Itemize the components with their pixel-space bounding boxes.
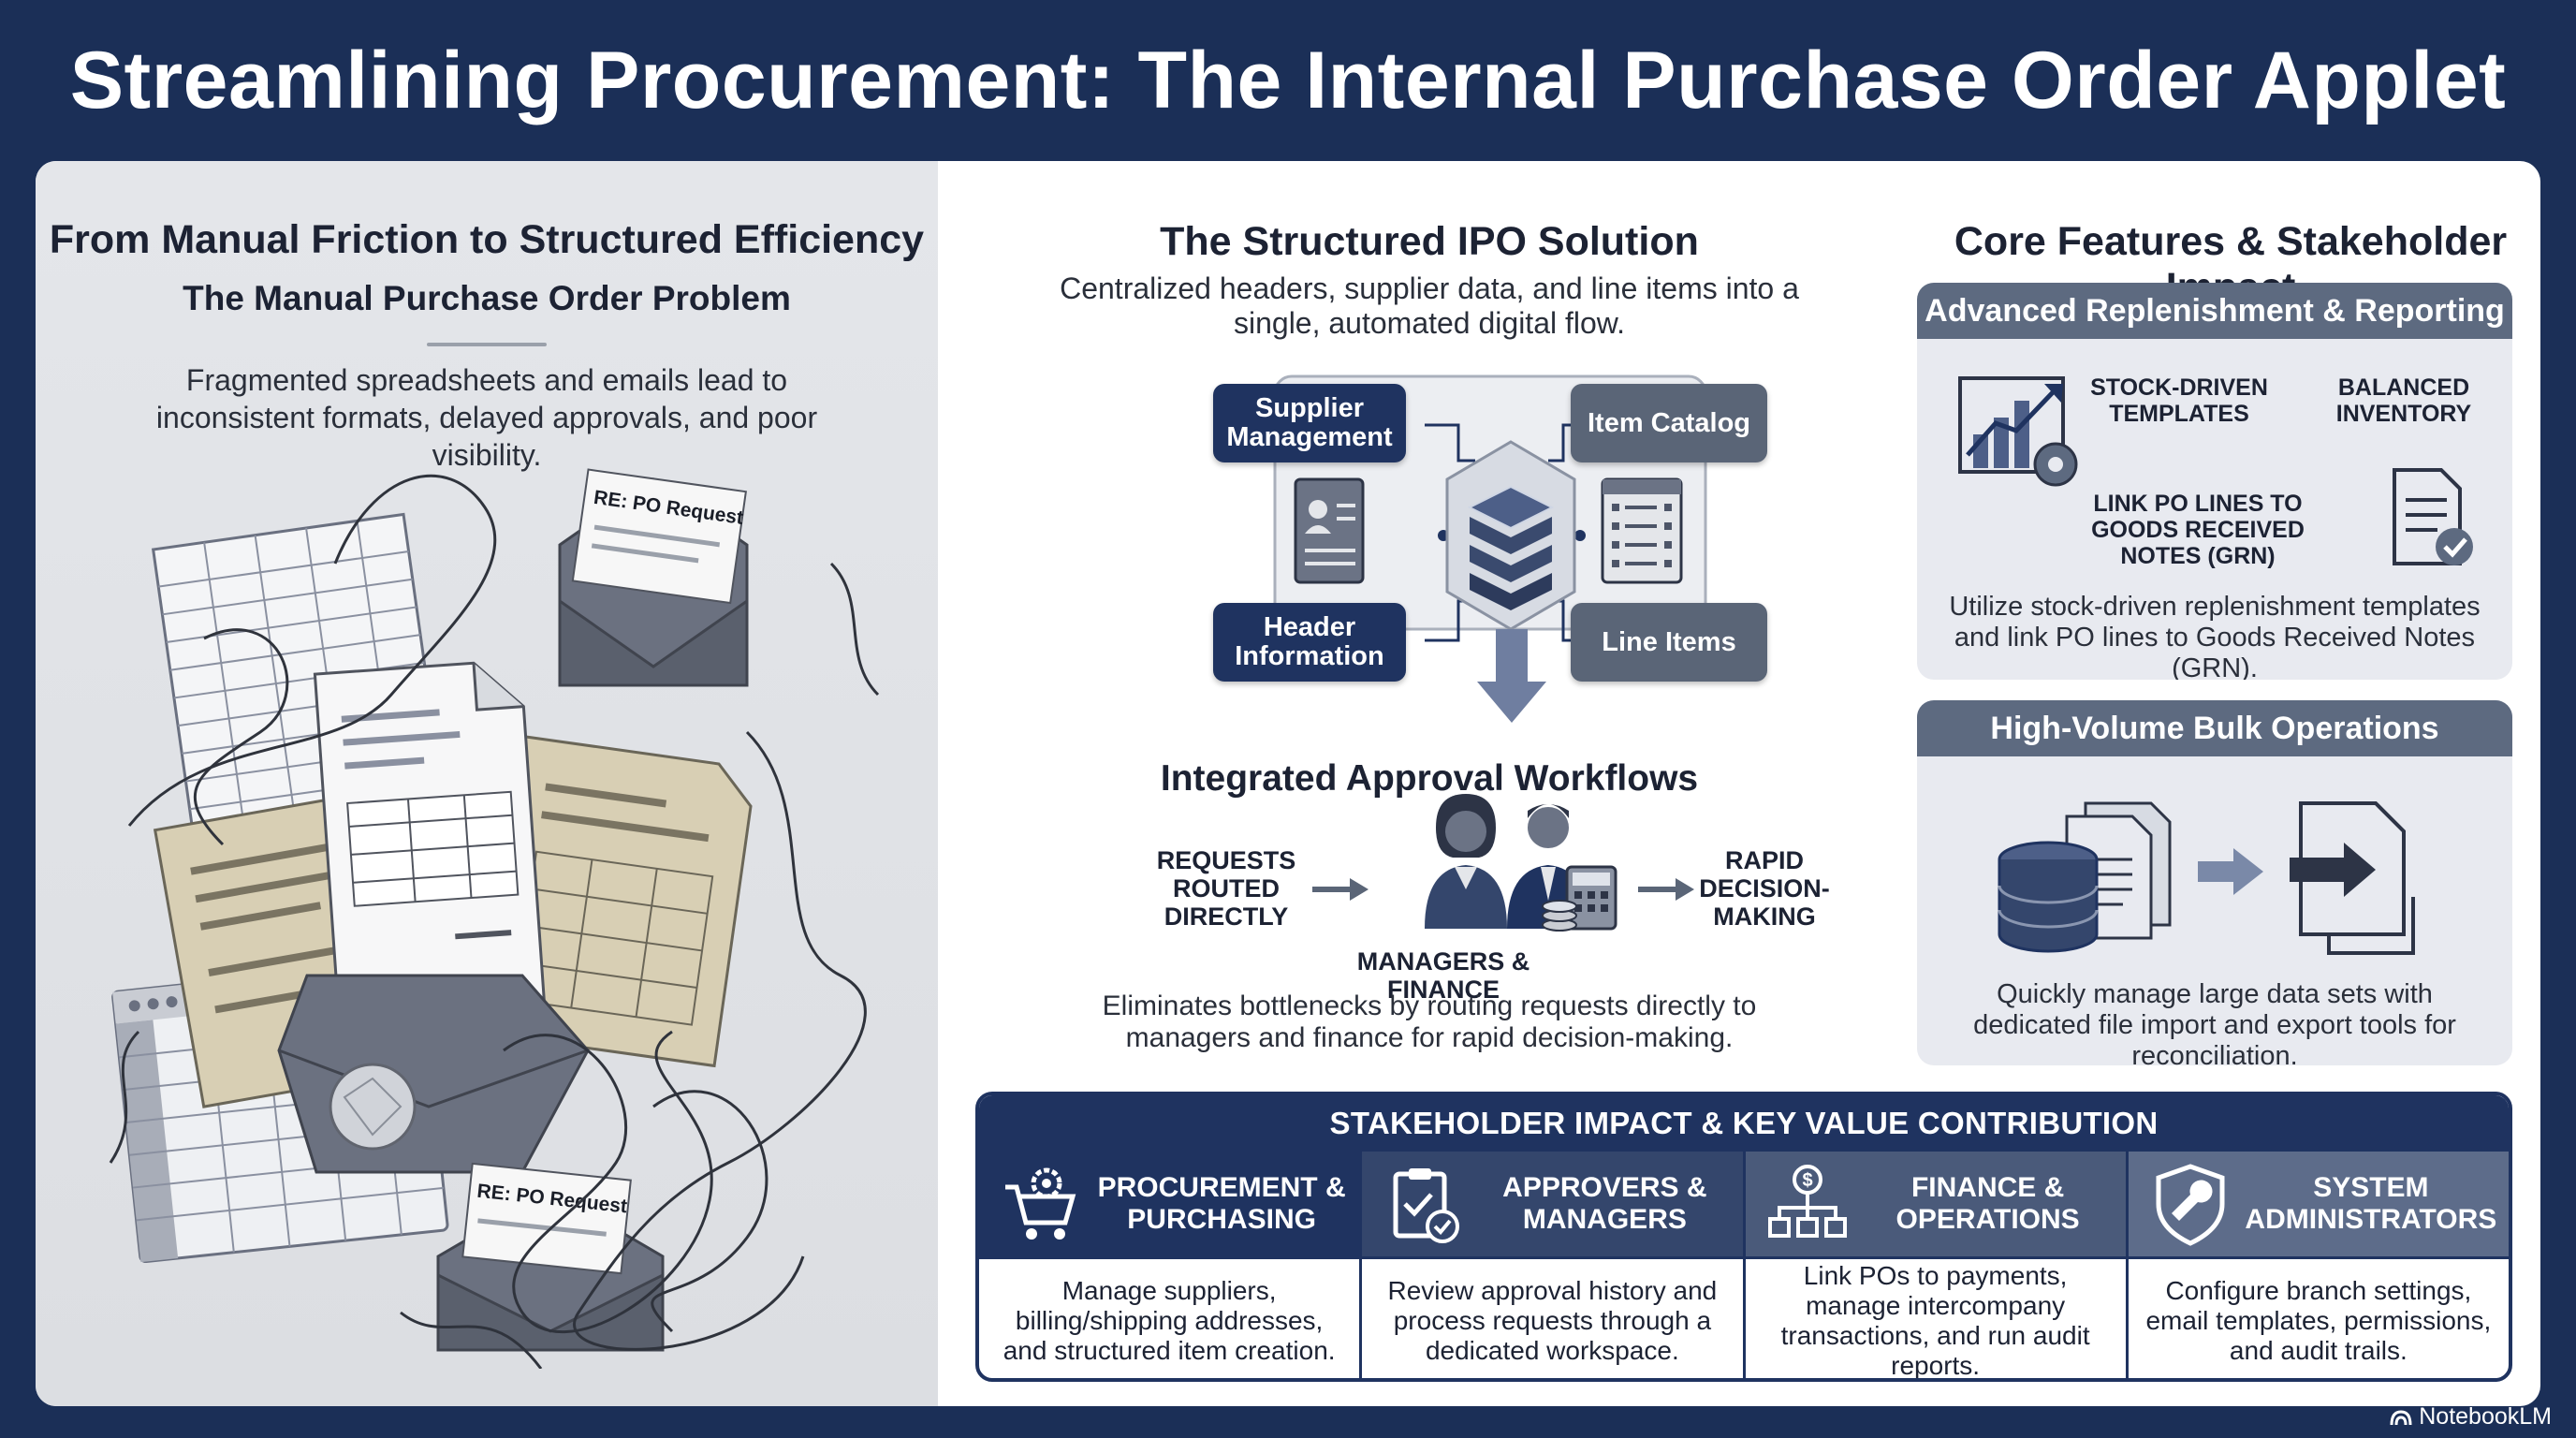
flow-arrow-right-icon	[1638, 878, 1694, 901]
document-check-icon	[2393, 468, 2473, 565]
flow-label-managers: MANAGERS & FINANCE	[1356, 947, 1530, 1004]
divider	[427, 343, 547, 346]
replenishment-panel-title: Advanced Replenishment & Reporting	[1917, 283, 2512, 339]
left-subheading: The Manual Purchase Order Problem	[183, 279, 791, 317]
supplier-management-chip: Supplier Management	[1213, 384, 1406, 462]
ipo-diagram	[1273, 374, 1707, 932]
cart-gear-icon	[1005, 1167, 1076, 1240]
page-title: Streamlining Procurement: The Internal P…	[69, 35, 2507, 125]
header-information-chip: Header Information	[1213, 603, 1406, 682]
id-card-icon	[1294, 477, 1365, 584]
middle-subheading: Centralized headers, supplier data, and …	[1060, 271, 1799, 340]
manager-person-icon	[1425, 794, 1507, 929]
stakeholder-body: Link POs to payments, manage intercompan…	[1745, 1256, 2126, 1378]
email-envelope-icon: RE: PO Request	[558, 468, 749, 687]
flow-label-requests: REQUESTS ROUTED DIRECTLY	[1156, 846, 1296, 931]
line-items-chip: Line Items	[1571, 603, 1767, 682]
left-description: Fragmented spreadsheets and emails lead …	[155, 363, 818, 472]
stakeholder-title: SYSTEM ADMINISTRATORS	[2245, 1172, 2497, 1235]
dollar-org-icon: $	[1767, 1165, 1847, 1238]
database-stack-icon	[1445, 440, 1576, 631]
crumpled-paper-icon	[329, 1063, 417, 1151]
stakeholder-title: APPROVERS & MANAGERS	[1502, 1172, 1707, 1235]
open-envelope-icon	[277, 974, 590, 1174]
shield-wrench-icon	[2156, 1164, 2225, 1246]
stakeholder-approvers: APPROVERS & MANAGERS Review approval his…	[1362, 1152, 1746, 1378]
catalog-list-icon	[1601, 477, 1683, 584]
bulk-operations-panel-title: High-Volume Bulk Operations	[1917, 700, 2512, 756]
stakeholder-body: Review approval history and process requ…	[1362, 1256, 1743, 1378]
stakeholder-body: Manage suppliers, billing/shipping addre…	[979, 1256, 1360, 1378]
bulk-operations-description: Quickly manage large data sets with dedi…	[1973, 979, 2456, 1065]
document-icon	[480, 735, 753, 1068]
right-heading: Core Features & Stakeholder Impact	[1954, 219, 2508, 310]
middle-heading: The Structured IPO Solution	[1160, 219, 1699, 264]
bulk-operations-panel: High-Volume Bulk Operations	[1917, 700, 2512, 1065]
replenishment-panel: Advanced Replenishment & Reporting STOCK…	[1917, 283, 2512, 680]
stakeholder-impact-table: STAKEHOLDER IMPACT & KEY VALUE CONTRIBUT…	[975, 1092, 2512, 1382]
clipboard-check-icon	[1393, 1168, 1460, 1243]
chart-gear-icon	[1958, 376, 2078, 487]
replenishment-description: Utilize stock-driven replenishment templ…	[1949, 592, 2481, 680]
flow-label-decision: RAPID DECISION-MAKING	[1699, 846, 1830, 931]
stakeholder-title: PROCUREMENT & PURCHASING	[1097, 1172, 1346, 1235]
approval-heading: Integrated Approval Workflows	[1160, 758, 1699, 799]
stakeholder-body: Configure branch settings, email templat…	[2128, 1256, 2509, 1378]
label-stock-templates: STOCK-DRIVEN TEMPLATES	[2090, 374, 2268, 427]
flow-arrow-left-icon	[1312, 878, 1368, 901]
file-import-icon	[2290, 801, 2415, 955]
tangled-documents-illustration: RE: PO Request	[109, 468, 880, 1369]
title-bar: Streamlining Procurement: The Internal P…	[0, 0, 2576, 161]
svg-text:$: $	[1802, 1170, 1812, 1191]
right-arrow-icon	[2198, 848, 2263, 895]
database-icon	[1998, 841, 2099, 953]
tangled-wires	[109, 474, 880, 1369]
left-heading: From Manual Friction to Structured Effic…	[49, 217, 925, 262]
calculator-icon	[1565, 865, 1617, 931]
ipo-solution-section: The Structured IPO Solution Centralized …	[938, 161, 1921, 1078]
down-arrow-icon	[1477, 629, 1546, 723]
coins-icon	[1542, 900, 1577, 932]
approval-description: Eliminates bottlenecks by routing reques…	[1102, 990, 1757, 1053]
main-card: From Manual Friction to Structured Effic…	[36, 161, 2540, 1406]
label-grn: LINK PO LINES TO GOODS RECEIVED NOTES (G…	[2091, 491, 2305, 569]
item-catalog-chip: Item Catalog	[1571, 384, 1767, 462]
notebooklm-logo-icon	[2390, 1409, 2412, 1425]
stakeholder-procurement: PROCUREMENT & PURCHASING Manage supplier…	[979, 1152, 1363, 1378]
purchase-order-document-icon	[313, 661, 547, 1021]
email-envelope-icon: RE: PO Request	[436, 1162, 665, 1352]
label-balanced-inventory: BALANCED INVENTORY	[2335, 374, 2472, 427]
brand-label: NotebookLM	[2419, 1403, 2552, 1430]
stakeholder-title: FINANCE & OPERATIONS	[1895, 1172, 2080, 1235]
manual-problem-panel: From Manual Friction to Structured Effic…	[36, 161, 938, 1406]
stakeholder-finance: $ FINANCE & OPERATIONS Link POs to payme…	[1745, 1152, 2129, 1378]
bulk-import-export-illustration	[1998, 801, 2415, 955]
stakeholder-heading: STAKEHOLDER IMPACT & KEY VALUE CONTRIBUT…	[979, 1095, 2509, 1152]
stakeholder-admins: SYSTEM ADMINISTRATORS Configure branch s…	[2128, 1152, 2509, 1378]
notebooklm-brand: NotebookLM	[2389, 1403, 2552, 1431]
